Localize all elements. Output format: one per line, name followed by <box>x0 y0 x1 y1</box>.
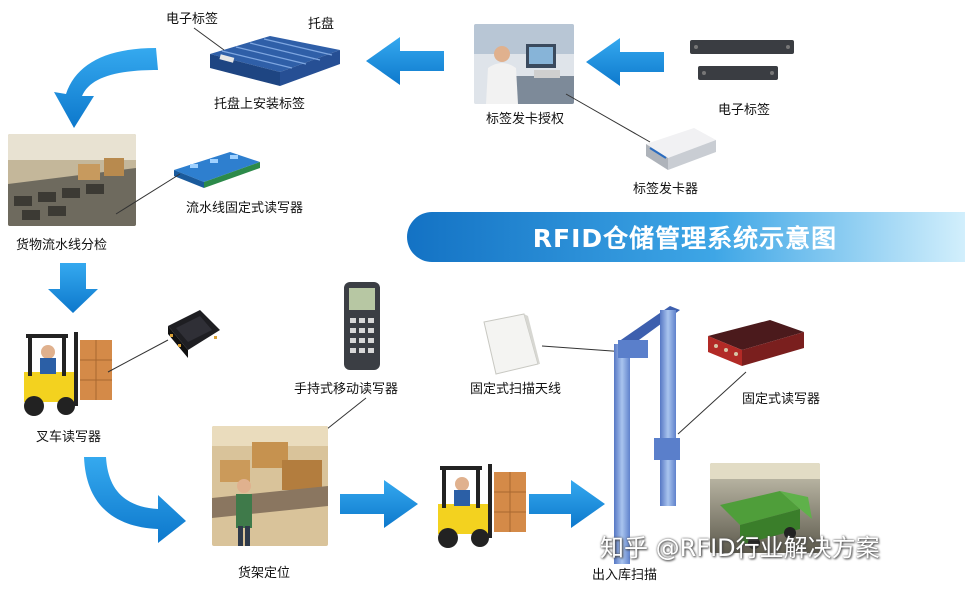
shelf-photo <box>212 426 328 546</box>
forklift-image-middle <box>438 464 526 548</box>
forklift-reader-image <box>168 310 220 358</box>
label-tag-top: 电子标签 <box>166 12 219 27</box>
title-banner: RFID仓储管理系统示意图 <box>405 210 965 264</box>
warehouse-truck-photo <box>710 463 820 553</box>
leader-line-antenna <box>541 345 627 353</box>
curved-arrow-bottom-left <box>84 457 186 543</box>
label-pallet: 托盘 <box>308 17 335 32</box>
leader-line-fixed-reader <box>677 371 747 435</box>
arrow-right-1 <box>340 480 418 528</box>
arrow-left-2 <box>586 38 664 86</box>
leader-line-conveyor <box>115 173 181 215</box>
label-conveyor-reader: 流水线固定式读写器 <box>186 201 304 216</box>
label-tag-right: 电子标签 <box>718 103 771 118</box>
label-shelf: 货架定位 <box>238 566 291 581</box>
rfid-gate-image <box>614 306 680 564</box>
arrow-down <box>48 263 98 313</box>
label-antenna: 固定式扫描天线 <box>470 382 562 397</box>
arrow-left-1 <box>366 37 444 85</box>
watermark: 知乎 @RFID行业解决方案 <box>600 534 880 562</box>
label-handheld: 手持式移动读写器 <box>294 382 399 397</box>
label-conveyor-sort: 货物流水线分检 <box>16 238 108 253</box>
label-pallet-install: 托盘上安装标签 <box>214 97 306 112</box>
arrow-right-2 <box>529 480 605 528</box>
label-fixed-reader: 固定式读写器 <box>742 392 821 407</box>
conveyor-reader-image <box>174 152 260 188</box>
leader-line-issuer <box>565 93 651 143</box>
diagram-title: RFID仓储管理系统示意图 <box>532 224 838 253</box>
label-issuer: 标签发卡器 <box>633 182 699 197</box>
curved-arrow-top-left <box>54 48 158 128</box>
handheld-reader-image <box>344 282 380 370</box>
label-gate-scan: 出入库扫描 <box>592 568 658 583</box>
label-forklift-reader: 叉车读写器 <box>36 430 102 445</box>
issuing-station-photo <box>474 24 574 104</box>
card-issuer-image <box>646 128 716 170</box>
leader-line-forklift-reader <box>107 339 169 373</box>
conveyor-photo <box>8 134 136 226</box>
fixed-reader-image <box>708 320 804 366</box>
leader-line-tag <box>193 27 225 51</box>
forklift-image-left <box>24 332 112 416</box>
label-issue-auth: 标签发卡授权 <box>486 112 565 127</box>
fixed-antenna-image <box>483 313 540 375</box>
electronic-tags-image <box>690 40 794 80</box>
pallet-image <box>210 36 340 86</box>
